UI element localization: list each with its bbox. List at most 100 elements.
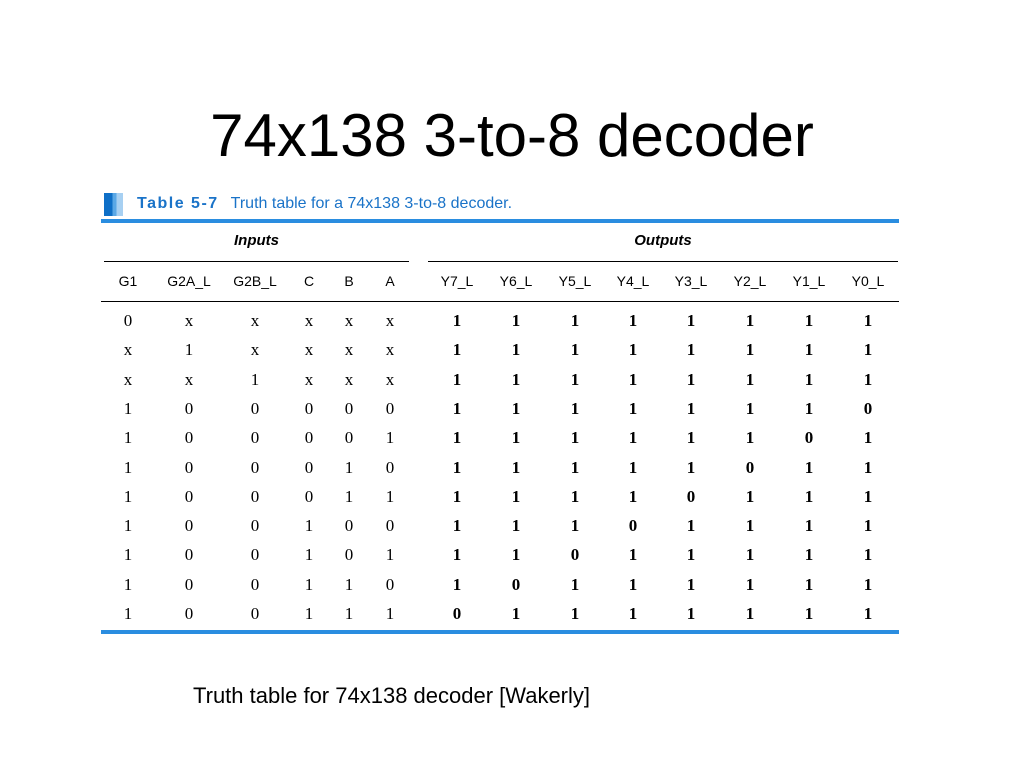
output-cell: 1 <box>570 516 580 536</box>
output-cell: 0 <box>511 574 521 594</box>
output-cell: 1 <box>686 428 696 448</box>
input-cell: x <box>344 369 354 389</box>
output-cell: 1 <box>511 340 521 360</box>
input-cell: 0 <box>304 457 314 477</box>
output-cell: 1 <box>686 516 696 536</box>
output-cell: 0 <box>452 604 462 623</box>
input-cell: 1 <box>123 398 133 418</box>
output-cell: 1 <box>452 340 462 360</box>
input-cell: 0 <box>250 545 260 565</box>
output-cell: 1 <box>511 398 521 418</box>
input-cell: 0 <box>250 486 260 506</box>
output-cell: 1 <box>452 574 462 594</box>
output-cell: 1 <box>452 545 462 565</box>
input-cell: 0 <box>184 398 194 418</box>
caption-label: Table 5-7 <box>137 195 219 212</box>
output-cell: 1 <box>863 340 873 360</box>
input-cell: x <box>344 340 354 360</box>
output-cell: 1 <box>570 574 580 594</box>
output-cell: 1 <box>686 574 696 594</box>
input-cell: 1 <box>123 545 133 565</box>
input-cell: 1 <box>123 486 133 506</box>
output-cell: 1 <box>452 486 462 506</box>
input-cell: 0 <box>344 545 354 565</box>
input-cell: 0 <box>250 457 260 477</box>
col-header-output: Y6_L <box>499 273 533 289</box>
output-cell: 1 <box>863 369 873 389</box>
col-header-output: Y5_L <box>558 273 592 289</box>
input-cell: 1 <box>250 369 260 389</box>
input-cell: 1 <box>344 457 354 477</box>
output-cell: 1 <box>745 369 755 389</box>
col-header-input: G1 <box>118 273 138 289</box>
output-cell: 1 <box>863 428 873 448</box>
output-cell: 1 <box>628 545 638 565</box>
outputs-group-rule <box>428 261 898 262</box>
input-cell: 0 <box>304 486 314 506</box>
header-rule <box>101 301 899 302</box>
output-cell: 1 <box>745 516 755 536</box>
output-cell: 0 <box>745 457 755 477</box>
slide-title: 74x138 3-to-8 decoder <box>210 102 814 170</box>
output-cell: 1 <box>570 369 580 389</box>
output-cell: 1 <box>570 486 580 506</box>
output-cell: 1 <box>804 574 814 594</box>
output-cell: 0 <box>628 516 638 536</box>
output-cell: 1 <box>686 457 696 477</box>
output-cell: 1 <box>511 516 521 536</box>
input-cell: 0 <box>344 428 354 448</box>
output-cell: 1 <box>628 574 638 594</box>
input-cell: x <box>250 340 260 360</box>
output-cell: 1 <box>686 369 696 389</box>
input-cell: 0 <box>250 398 260 418</box>
input-cell: 1 <box>344 486 354 506</box>
input-cell: 0 <box>184 604 194 623</box>
col-header-input: G2A_L <box>167 273 211 289</box>
output-cell: 1 <box>686 545 696 565</box>
input-cell: 1 <box>304 574 314 594</box>
input-cell: x <box>184 369 194 389</box>
input-cell: 0 <box>184 574 194 594</box>
output-cell: 1 <box>511 486 521 506</box>
output-cell: 1 <box>804 545 814 565</box>
input-cell: 0 <box>184 516 194 536</box>
output-cell: 1 <box>863 604 873 623</box>
footer-caption: Truth table for 74x138 decoder [Wakerly] <box>193 683 591 708</box>
col-header-output: Y4_L <box>616 273 650 289</box>
output-cell: 1 <box>804 457 814 477</box>
input-cell: 0 <box>304 398 314 418</box>
output-cell: 0 <box>804 428 814 448</box>
input-cell: 0 <box>344 516 354 536</box>
input-cell: 1 <box>385 486 395 506</box>
output-cell: 1 <box>804 369 814 389</box>
input-cell: 0 <box>184 486 194 506</box>
output-cell: 1 <box>452 398 462 418</box>
output-cell: 1 <box>452 428 462 448</box>
output-cell: 1 <box>511 545 521 565</box>
output-cell: 1 <box>745 340 755 360</box>
output-cell: 1 <box>452 457 462 477</box>
input-cell: 0 <box>344 398 354 418</box>
output-cell: 1 <box>570 398 580 418</box>
input-cell: x <box>385 340 395 360</box>
output-cell: 1 <box>804 486 814 506</box>
output-cell: 1 <box>804 604 814 623</box>
input-cell: x <box>304 369 314 389</box>
input-cell: 1 <box>123 516 133 536</box>
input-cell: 0 <box>184 428 194 448</box>
input-cell: 1 <box>184 340 194 360</box>
output-cell: 1 <box>628 457 638 477</box>
output-cell: 1 <box>686 398 696 418</box>
output-cell: 1 <box>804 340 814 360</box>
output-cell: 1 <box>745 574 755 594</box>
output-cell: 1 <box>804 311 814 330</box>
table-top-rule <box>101 219 899 223</box>
inputs-group-header: Inputs <box>234 232 279 249</box>
output-cell: 1 <box>863 516 873 536</box>
col-header-output: Y3_L <box>674 273 708 289</box>
input-cell: x <box>184 311 194 330</box>
input-cell: x <box>304 311 314 330</box>
input-cell: x <box>250 311 260 330</box>
output-cell: 1 <box>863 457 873 477</box>
col-header-output: Y7_L <box>440 273 474 289</box>
